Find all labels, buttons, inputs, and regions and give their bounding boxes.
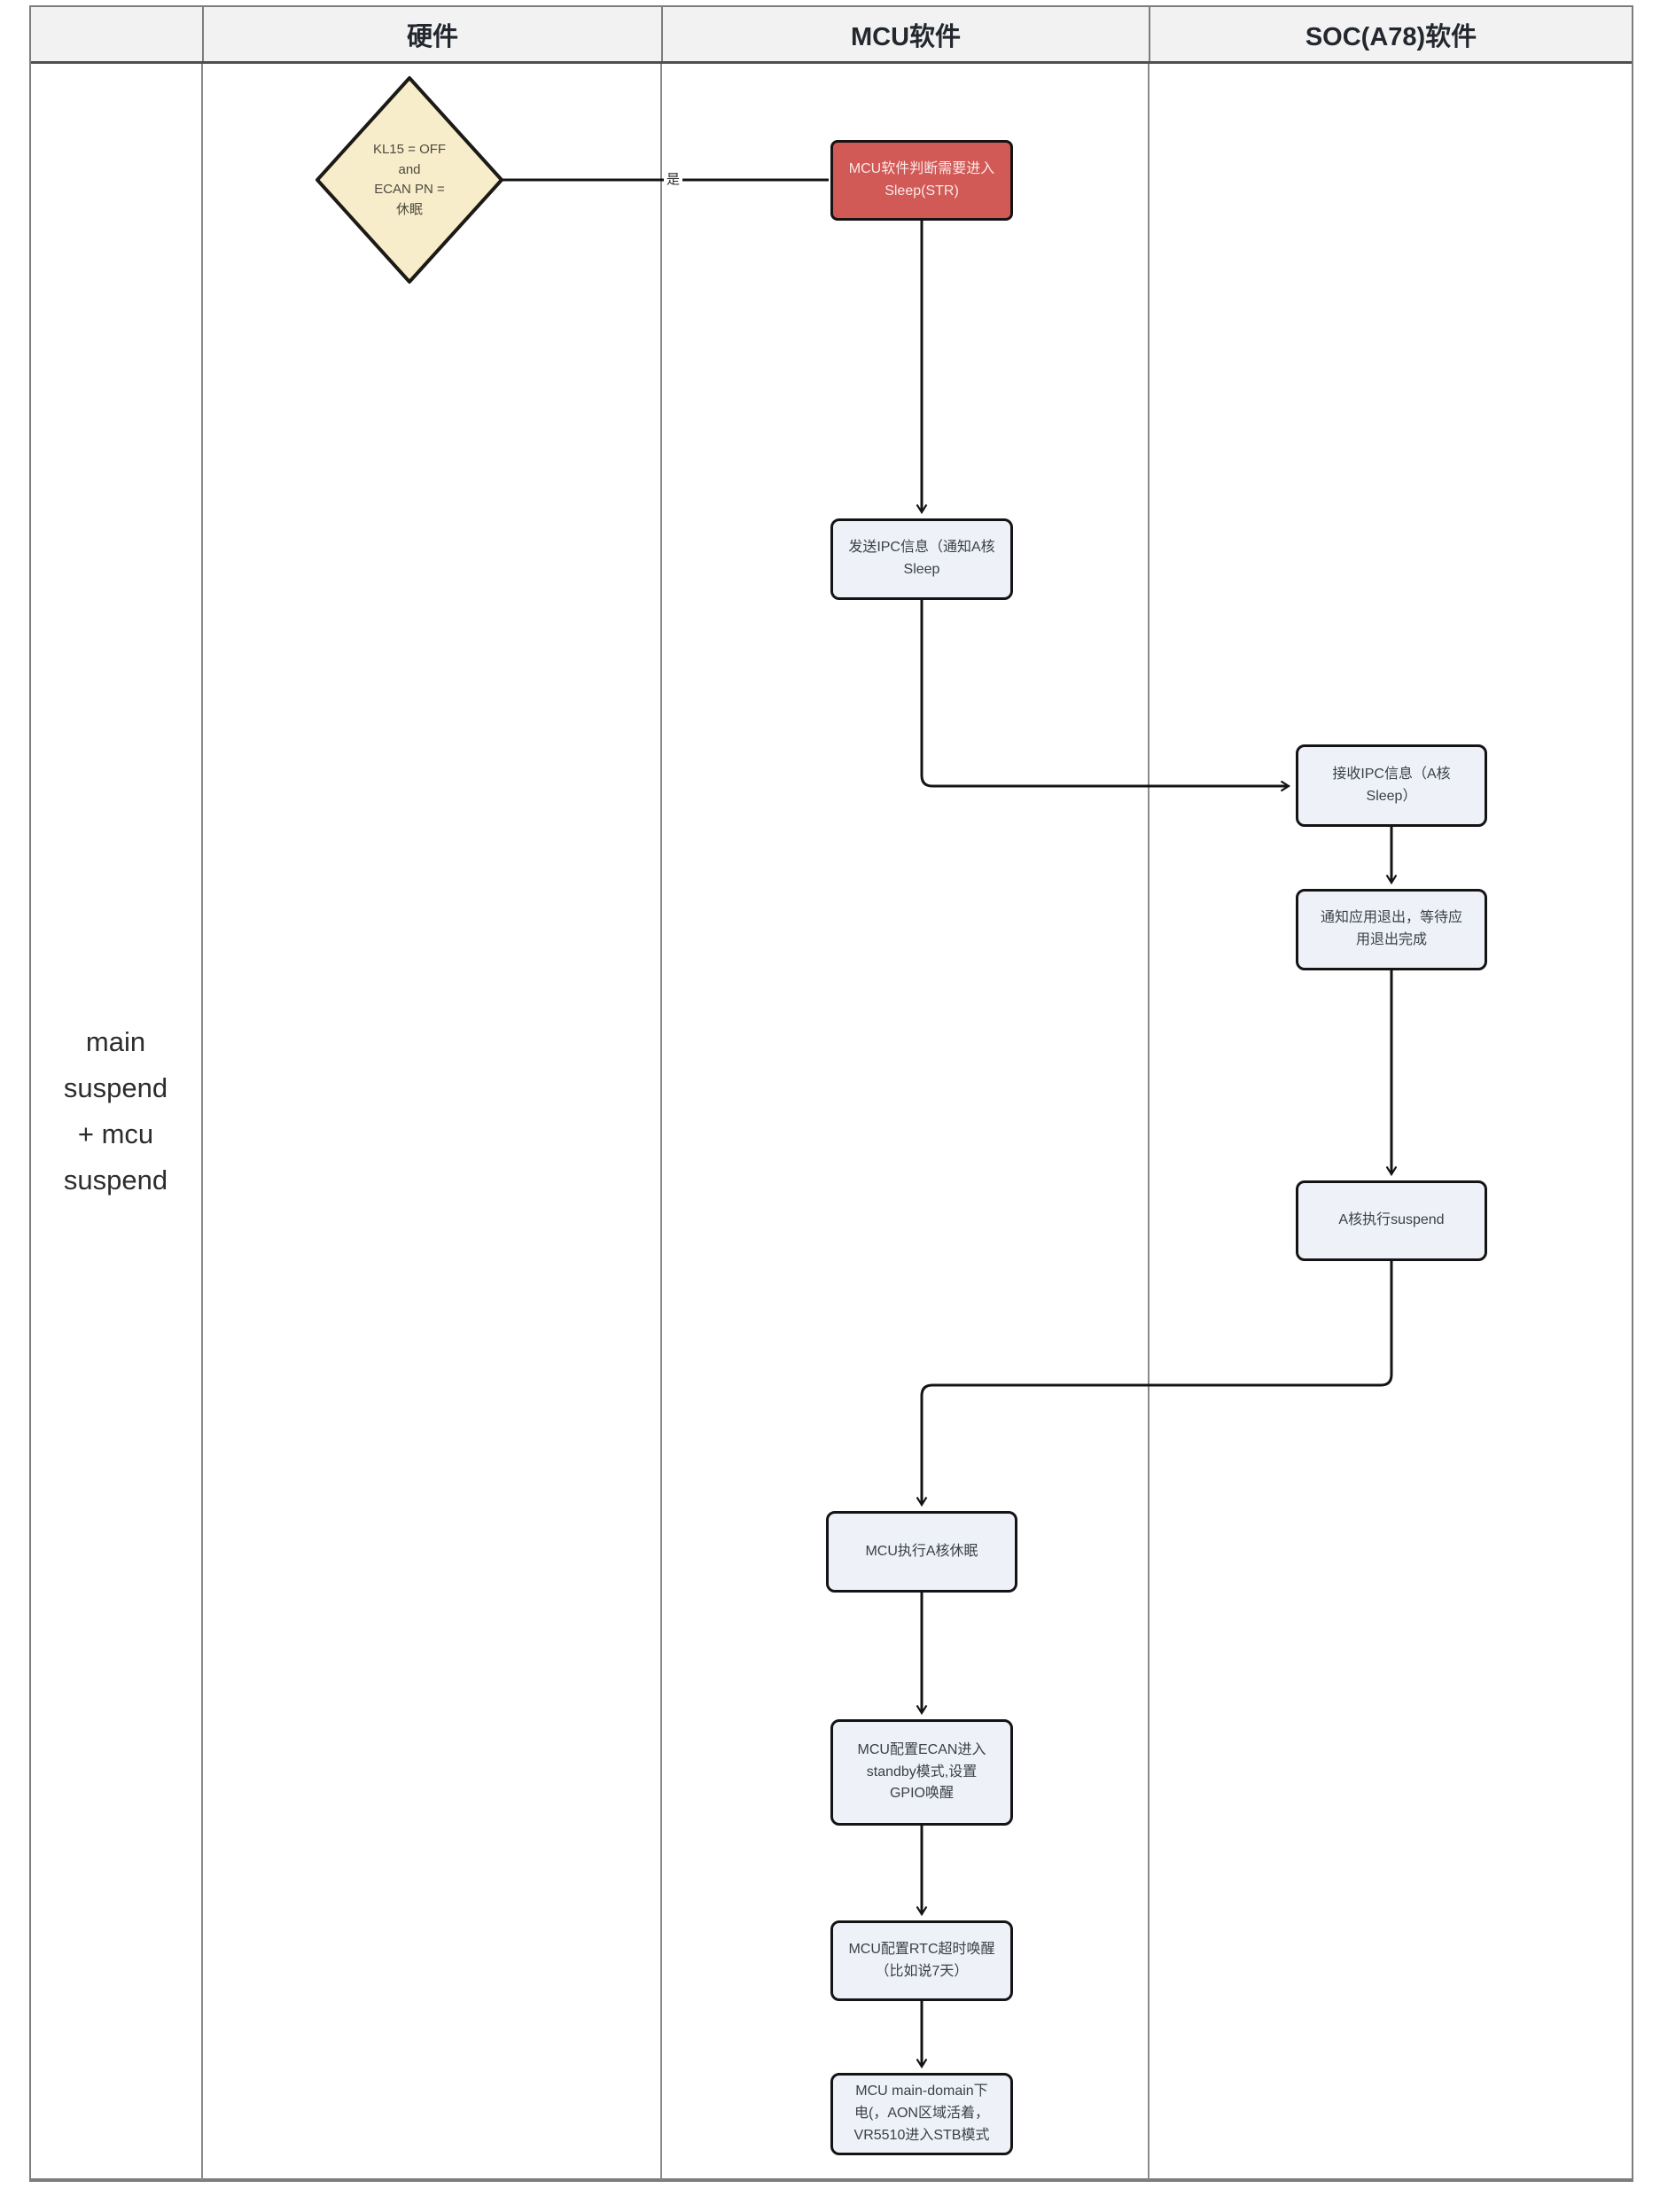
- lane-header-soc: SOC(A78)软件: [1305, 22, 1477, 51]
- node-ecan-standby: MCU配置ECAN进入 standby模式,设置 GPIO唤醒: [830, 1719, 1013, 1826]
- node-rtc-wakeup: MCU配置RTC超时唤醒 （比如说7天）: [830, 1920, 1013, 2001]
- node-main-domain-off: MCU main-domain下 电(，AON区域活着， VR5510进入STB…: [830, 2073, 1013, 2155]
- node-send-ipc: 发送IPC信息（通知A核 Sleep: [830, 518, 1013, 600]
- node-recv-ipc: 接收IPC信息（A核 Sleep）: [1296, 744, 1487, 827]
- grid-line-mcu-soc: [1148, 64, 1150, 2180]
- node-mcu-exec-a-sleep: MCU执行A核休眠: [826, 1511, 1017, 1593]
- lane-header-row-label: [31, 7, 204, 61]
- lane-header-mcu: MCU软件: [663, 7, 1150, 61]
- grid-line-label-hardware: [201, 64, 203, 2180]
- node-notify-apps-exit: 通知应用退出，等待应 用退出完成: [1296, 889, 1487, 970]
- node-a-core-suspend: A核执行suspend: [1296, 1180, 1487, 1261]
- swimlane-header-row: 硬件 MCU软件 SOC(A78)软件: [29, 5, 1633, 64]
- row-label-main-mcu-suspend: main suspend + mcu suspend: [63, 1026, 168, 1196]
- grid-line-hardware-mcu: [660, 64, 662, 2180]
- swimlane-table-border: [29, 5, 1633, 2182]
- edge-label-yes: 是: [664, 172, 683, 188]
- node-mcu-judge-sleep: MCU软件判断需要进入 Sleep(STR): [830, 140, 1013, 221]
- node-decision-kl15: KL15 = OFF and ECAN PN = 休眠: [372, 142, 447, 217]
- lane-header-hardware: 硬件: [204, 7, 663, 61]
